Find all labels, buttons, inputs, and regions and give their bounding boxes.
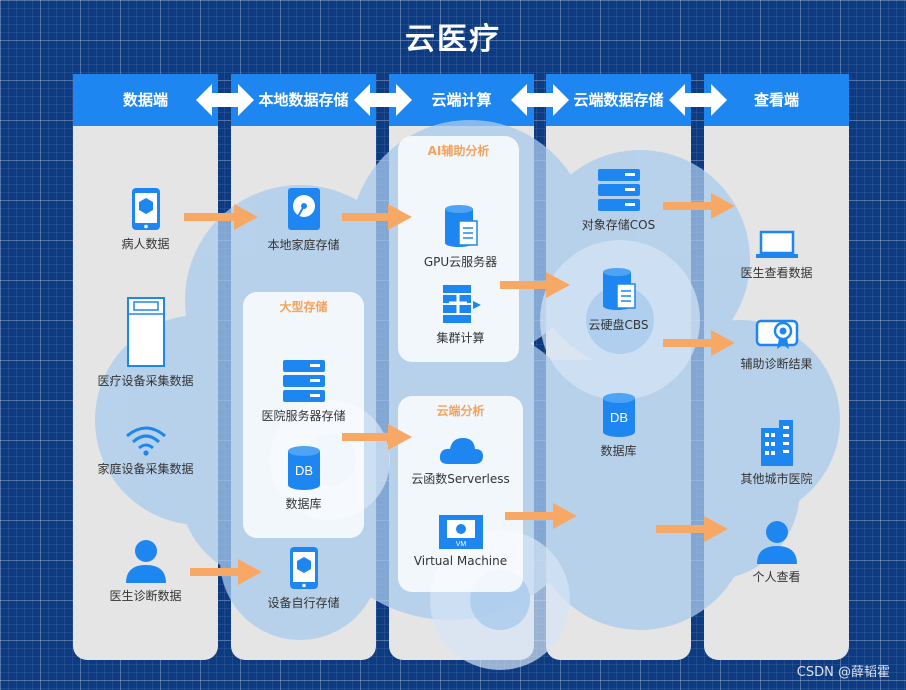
column-header-data-end: 数据端	[73, 74, 218, 126]
device-data-label: 医疗设备采集数据	[97, 374, 194, 388]
device-storage-node: 设备自行存储	[240, 546, 367, 611]
cloud-analysis-panel: 云端分析	[398, 396, 523, 592]
double-arrow-icon	[511, 84, 569, 116]
doctor-view-node: 医生查看数据	[712, 230, 841, 281]
database-icon: DB	[287, 446, 320, 490]
virtual-machine-icon: VM	[438, 515, 483, 549]
cloud-database-label: 数据库	[600, 444, 637, 458]
flow-arrow-icon	[663, 193, 735, 219]
server-icon	[282, 360, 325, 402]
diagnosis-node: 辅助诊断结果	[712, 315, 841, 372]
other-hospital-node: 其他城市医院	[712, 420, 841, 487]
flow-arrow-icon	[663, 330, 735, 356]
home-storage-label: 本地家庭存储	[267, 238, 340, 252]
large-storage-title: 大型存储	[279, 300, 328, 314]
patient-data-node: 病人数据	[83, 187, 208, 252]
doctor-view-label: 医生查看数据	[740, 266, 813, 280]
ai-analysis-panel: AI辅助分析	[398, 136, 519, 362]
certificate-icon	[755, 319, 798, 349]
phone-icon	[131, 188, 160, 230]
flow-arrow-icon	[505, 503, 577, 529]
phone-icon	[289, 547, 318, 589]
home-storage-node: 本地家庭存储	[240, 186, 367, 253]
gpu-server-label: GPU云服务器	[423, 255, 498, 269]
column-header-cloud-storage: 云端数据存储	[546, 74, 691, 126]
hard-disk-icon	[287, 188, 320, 230]
cos-node: 对象存储COS	[554, 168, 683, 233]
cbs-node: 云硬盘CBS	[554, 266, 683, 333]
cluster-compute-label: 集群计算	[436, 331, 485, 345]
building-icon	[760, 420, 793, 466]
gpu-server-node: GPU云服务器	[398, 203, 523, 270]
svg-text:VM: VM	[455, 541, 466, 548]
flow-arrow-icon	[342, 424, 412, 450]
svg-text:DB: DB	[294, 463, 312, 478]
cluster-compute-node: 集群计算	[398, 281, 523, 346]
double-arrow-icon	[196, 84, 254, 116]
double-arrow-icon	[669, 84, 727, 116]
flow-arrow-icon	[656, 516, 728, 542]
column-header-viewer: 查看端	[704, 74, 849, 126]
cos-label: 对象存储COS	[581, 218, 656, 232]
hospital-server-label: 医院服务器存储	[261, 409, 346, 423]
medical-device-icon	[126, 297, 165, 367]
vm-label: Virtual Machine	[413, 554, 508, 568]
home-device-label: 家庭设备采集数据	[97, 462, 194, 476]
column-header-cloud-compute: 云端计算	[389, 74, 534, 126]
flow-arrow-icon	[184, 204, 258, 230]
serverless-node: 云函数Serverless	[398, 434, 523, 487]
watermark: CSDN @薛韬霍	[796, 665, 890, 680]
vm-node: VM Virtual Machine	[398, 514, 523, 568]
column-header-local-storage: 本地数据存储	[231, 74, 376, 126]
flow-arrow-icon	[342, 204, 412, 230]
double-arrow-icon	[354, 84, 412, 116]
doctor-data-label: 医生诊断数据	[109, 589, 182, 603]
svg-text:DB: DB	[609, 410, 627, 425]
person-icon	[125, 540, 166, 583]
flow-arrow-icon	[500, 272, 570, 298]
local-database-node: DB 数据库	[240, 445, 367, 512]
cluster-icon	[442, 285, 481, 323]
device-data-node: 医疗设备采集数据	[83, 296, 208, 389]
person-icon	[756, 521, 797, 564]
cloud-analysis-title: 云端分析	[436, 404, 485, 418]
wifi-icon	[125, 426, 166, 456]
patient-data-label: 病人数据	[121, 237, 170, 251]
personal-view-node: 个人查看	[712, 520, 841, 585]
database-icon: DB	[602, 393, 635, 437]
serverless-label: 云函数Serverless	[411, 472, 510, 486]
cloud-icon	[439, 438, 483, 464]
laptop-icon	[755, 230, 798, 258]
column-cloud-storage: 云端数据存储	[546, 74, 691, 660]
personal-view-label: 个人查看	[752, 570, 801, 584]
gpu-server-icon	[444, 205, 478, 247]
server-icon	[597, 169, 640, 211]
large-storage-panel: 大型存储	[243, 292, 364, 538]
home-device-node: 家庭设备采集数据	[83, 424, 208, 477]
page-title: 云医疗	[405, 22, 501, 57]
cbs-label: 云硬盘CBS	[588, 318, 649, 332]
hospital-server-node: 医院服务器存储	[240, 359, 367, 424]
cloud-disk-icon	[602, 268, 636, 310]
doctor-data-node: 医生诊断数据	[83, 539, 208, 604]
device-storage-label: 设备自行存储	[267, 596, 340, 610]
diagnosis-label: 辅助诊断结果	[740, 357, 813, 371]
local-database-label: 数据库	[285, 497, 322, 511]
flow-arrow-icon	[190, 559, 262, 585]
other-hospital-label: 其他城市医院	[740, 472, 813, 486]
cloud-database-node: DB 数据库	[554, 392, 683, 459]
ai-analysis-title: AI辅助分析	[427, 144, 490, 158]
